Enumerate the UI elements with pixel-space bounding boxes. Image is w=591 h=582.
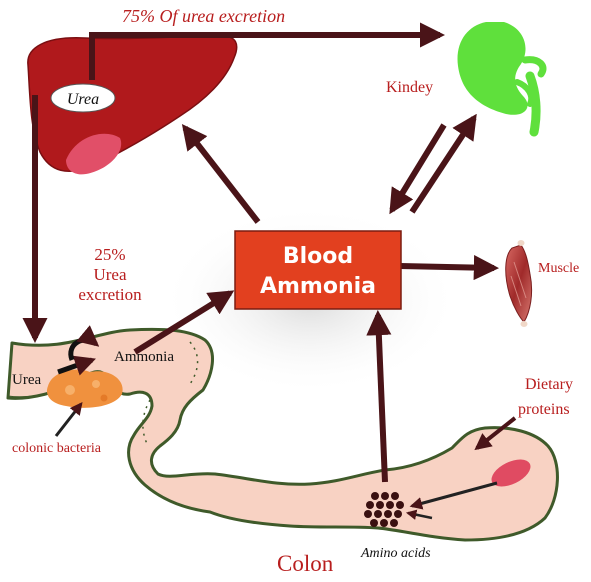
arrow-amino-label-pointer — [405, 509, 433, 520]
colonic-bacteria-label: colonic bacteria — [12, 441, 102, 456]
urea-word-label: Urea — [93, 265, 126, 284]
arrow-protein-to-amino — [409, 481, 498, 510]
liver-urea-label: Urea — [67, 91, 99, 108]
colon-ammonia-label: Ammonia — [114, 349, 174, 365]
amino-acids-label: Amino acids — [360, 546, 431, 561]
dietary-label: Dietary — [525, 376, 573, 393]
curved-conversion-arrow — [68, 325, 100, 361]
urea-75-label: 75% Of urea excretion — [122, 6, 285, 26]
colonic-bacteria-blob — [46, 369, 123, 408]
liver-icon: Urea — [27, 35, 238, 175]
arrow-urea-to-ammonia — [57, 355, 96, 376]
ammonia-box-label: Ammonia — [260, 274, 376, 299]
excretion-word-label: excretion — [78, 285, 142, 304]
muscle-icon — [505, 240, 533, 327]
arrow-liver-to-kidney — [89, 22, 446, 80]
liver-urea-oval — [50, 83, 116, 113]
pct-25-label: 25% — [94, 245, 125, 264]
arrow-colon-to-blood — [133, 290, 235, 355]
arrow-blood-to-kidney — [409, 113, 477, 214]
amino-acid-cluster — [364, 492, 404, 527]
colon-urea-label: Urea — [12, 372, 41, 388]
dietary-protein-mark — [491, 459, 531, 487]
arrow-amino-to-blood — [366, 309, 392, 483]
kidney-icon — [457, 22, 547, 137]
arrow-blood-to-muscle — [399, 254, 500, 281]
arrow-dietary-proteins — [474, 416, 517, 451]
proteins-label: proteins — [518, 401, 570, 418]
colon-title: Colon — [277, 551, 334, 576]
kidney-label: Kindey — [386, 79, 433, 96]
arrow-bacteria-pointer — [54, 402, 83, 437]
arrow-kidney-to-blood — [389, 123, 447, 215]
blood-ammonia-box: Blood Ammonia — [234, 230, 402, 310]
muscle-label: Muscle — [538, 261, 579, 276]
colon-icon — [6, 327, 559, 542]
arrow-blood-to-liver — [181, 124, 261, 224]
arrows — [22, 22, 517, 520]
blood-label: Blood — [283, 244, 353, 269]
